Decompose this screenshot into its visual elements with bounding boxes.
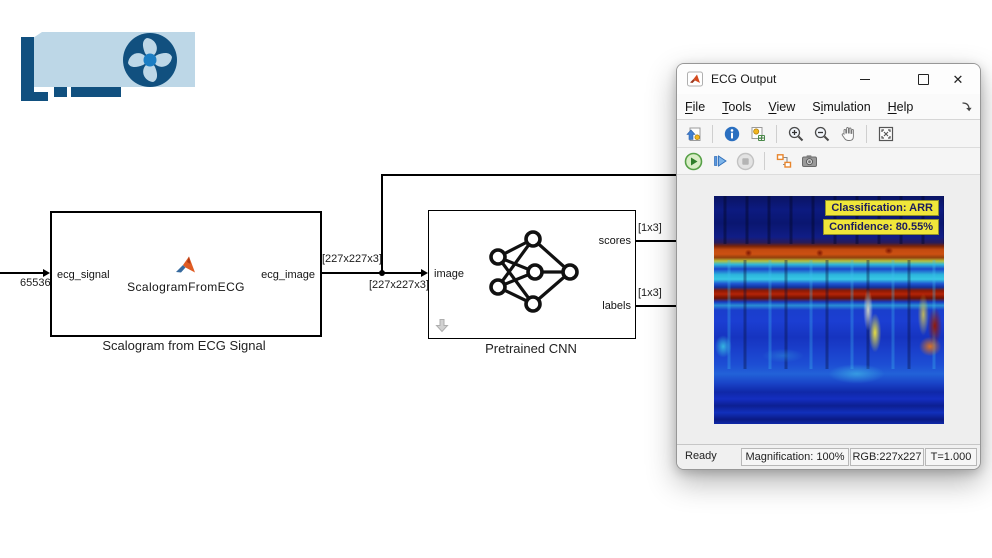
wire-scores[interactable] bbox=[634, 240, 679, 242]
menu-view[interactable]: View bbox=[768, 99, 796, 114]
step-forward-icon[interactable] bbox=[709, 151, 730, 172]
ecg-output-window: ECG Output ✕ File Tools View Simulation … bbox=[676, 63, 981, 470]
minimize-button[interactable] bbox=[857, 72, 873, 87]
cnn-caption: Pretrained CNN bbox=[485, 341, 577, 356]
pretrained-cnn-block[interactable]: image scores labels bbox=[428, 210, 636, 339]
menu-simulation[interactable]: Simulation bbox=[812, 99, 871, 114]
zoom-in-icon[interactable] bbox=[785, 123, 806, 144]
ecg-image-dim-label: [227x227x3] bbox=[322, 253, 382, 265]
pan-icon[interactable] bbox=[837, 123, 858, 144]
block-link-down-arrow-icon bbox=[435, 319, 449, 333]
scalogram-image: Classification: ARR Confidence: 80.55% bbox=[714, 196, 944, 424]
wire-branch-vertical[interactable] bbox=[381, 174, 383, 273]
playback-toolbar bbox=[677, 148, 980, 175]
window-matlab-icon bbox=[687, 71, 703, 87]
wire-to-image-port[interactable] bbox=[382, 272, 422, 274]
menubar: File Tools View Simulation Help bbox=[677, 94, 980, 120]
toolbar-separator bbox=[866, 124, 867, 143]
wire-branch-to-viewer[interactable] bbox=[381, 174, 679, 176]
status-time: T=1.000 bbox=[925, 448, 977, 466]
dock-arrow-icon[interactable] bbox=[961, 101, 972, 112]
maintain-fit-icon[interactable] bbox=[875, 123, 896, 144]
play-icon[interactable] bbox=[683, 151, 704, 172]
scalogram-block[interactable]: ecg_signal ecg_image ScalogramFromECG bbox=[50, 211, 322, 337]
status-magnification: Magnification: 100% bbox=[741, 448, 849, 466]
arrowhead-image-port bbox=[421, 269, 428, 277]
titlebar[interactable]: ECG Output ✕ bbox=[677, 64, 980, 94]
labels-dim-label: [1x3] bbox=[638, 287, 662, 299]
input-dim-label: 65536 bbox=[20, 277, 51, 289]
status-ready: Ready bbox=[685, 450, 717, 462]
port-ecg-image: ecg_image bbox=[261, 269, 315, 281]
toolbar-separator bbox=[712, 124, 713, 143]
arrowhead-input bbox=[43, 269, 50, 277]
window-title: ECG Output bbox=[711, 72, 777, 86]
export-image-icon[interactable] bbox=[683, 123, 704, 144]
confidence-label: Confidence: 80.55% bbox=[823, 219, 939, 235]
toolbar-separator bbox=[764, 152, 765, 170]
branch-dim-label: [227x227x3] bbox=[369, 279, 429, 291]
status-rgb: RGB:227x227 bbox=[850, 448, 924, 466]
wire-labels[interactable] bbox=[634, 305, 679, 307]
main-toolbar bbox=[677, 120, 980, 148]
port-image: image bbox=[434, 268, 464, 280]
statusbar: Ready Magnification: 100% RGB:227x227 T=… bbox=[677, 444, 980, 469]
maximize-button[interactable] bbox=[915, 72, 931, 87]
classification-label: Classification: ARR bbox=[825, 200, 939, 216]
close-button[interactable]: ✕ bbox=[952, 71, 964, 87]
scores-dim-label: [1x3] bbox=[638, 222, 662, 234]
scalogram-caption: Scalogram from ECG Signal bbox=[102, 338, 266, 353]
snapshot-icon[interactable] bbox=[799, 151, 820, 172]
gpu-card-icon bbox=[21, 32, 195, 101]
neural-network-icon bbox=[489, 230, 579, 313]
port-ecg-signal: ecg_signal bbox=[57, 269, 110, 281]
port-scores: scores bbox=[598, 235, 631, 247]
port-labels: labels bbox=[602, 300, 631, 312]
menu-file[interactable]: File bbox=[685, 99, 706, 114]
colormap-icon[interactable] bbox=[747, 123, 768, 144]
menu-help[interactable]: Help bbox=[887, 99, 914, 114]
simulink-blocks-icon[interactable] bbox=[773, 151, 794, 172]
toolbar-separator bbox=[776, 124, 777, 143]
scalogram-inner-label: ScalogramFromECG bbox=[127, 280, 245, 294]
menu-tools[interactable]: Tools bbox=[722, 99, 752, 114]
video-information-icon[interactable] bbox=[721, 123, 742, 144]
matlab-membrane-icon bbox=[176, 256, 195, 273]
stop-icon[interactable] bbox=[735, 151, 756, 172]
zoom-out-icon[interactable] bbox=[811, 123, 832, 144]
wire-input-signal[interactable] bbox=[0, 272, 45, 274]
wire-ecg-image[interactable] bbox=[318, 272, 382, 274]
video-canvas: Classification: ARR Confidence: 80.55% bbox=[677, 175, 980, 444]
